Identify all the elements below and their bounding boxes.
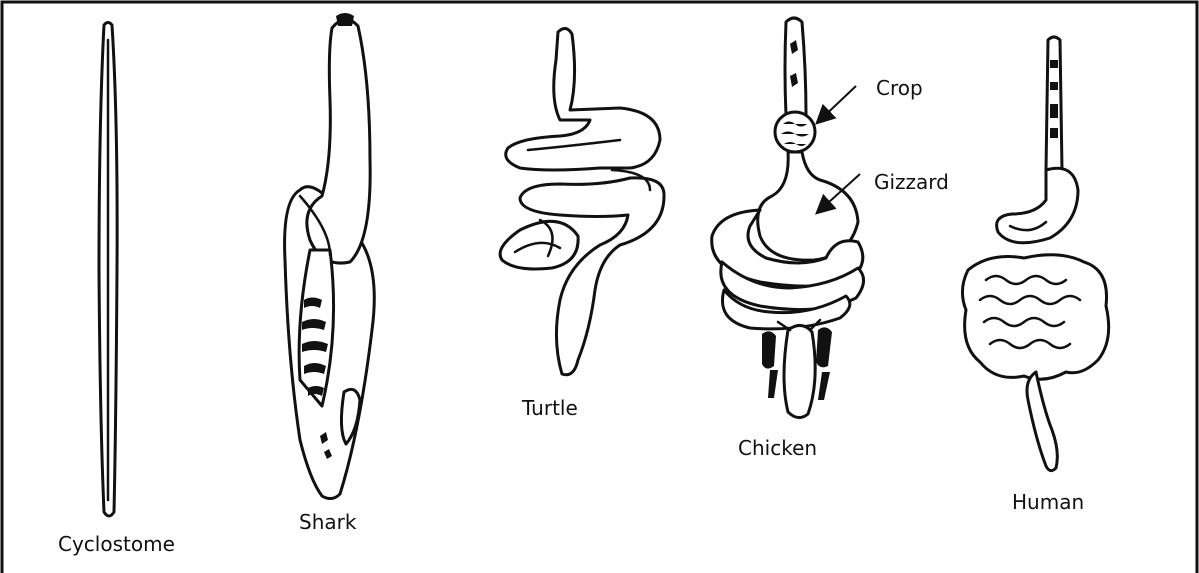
label-turtle: Turtle xyxy=(522,396,578,420)
label-gizzard: Gizzard xyxy=(874,170,949,194)
human-gut-drawing xyxy=(962,37,1108,471)
turtle-gut-drawing xyxy=(500,28,664,374)
label-human: Human xyxy=(1012,490,1084,514)
crop-arrow xyxy=(818,86,856,122)
label-shark: Shark xyxy=(299,510,356,534)
label-cyclostome: Cyclostome xyxy=(58,532,175,556)
label-chicken: Chicken xyxy=(738,436,817,460)
shark-gut-drawing xyxy=(285,13,375,499)
label-crop: Crop xyxy=(876,76,923,100)
cyclostome-gut-drawing xyxy=(99,23,117,517)
chicken-gut-drawing xyxy=(712,18,864,418)
